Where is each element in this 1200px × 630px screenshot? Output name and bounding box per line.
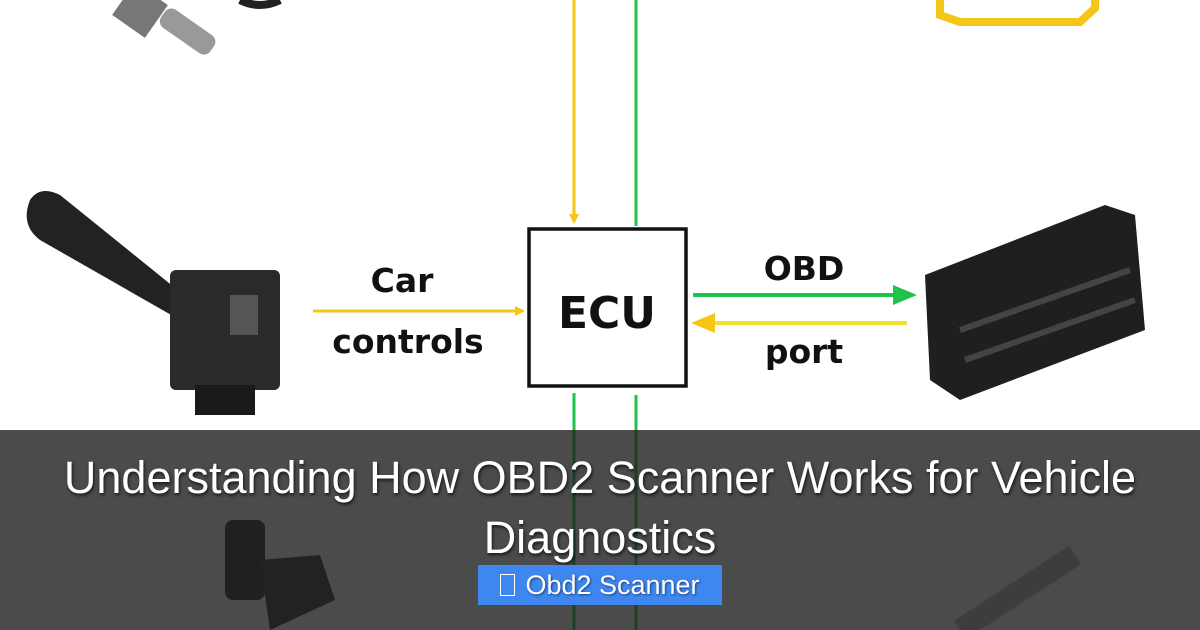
oxygen-sensor-image	[112, 0, 282, 55]
obd-connector-image	[925, 205, 1145, 400]
category-badge[interactable]: Obd2 Scanner	[478, 565, 722, 605]
ecu-label: ECU	[558, 288, 656, 339]
controls-label: controls	[332, 322, 483, 361]
category-label: Obd2 Scanner	[525, 570, 700, 600]
obd-label: OBD	[764, 249, 845, 288]
obd-in-arrowhead	[691, 313, 715, 333]
post-title[interactable]: Understanding How OBD2 Scanner Works for…	[63, 452, 1137, 563]
car-label: Car	[371, 261, 434, 300]
ecu-box	[527, 227, 688, 388]
check-engine-light-image	[936, 0, 1099, 26]
headlight-switch-image	[26, 191, 280, 415]
folder-icon	[500, 574, 516, 596]
obd-out-arrowhead	[893, 285, 917, 305]
port-label: port	[765, 332, 844, 371]
